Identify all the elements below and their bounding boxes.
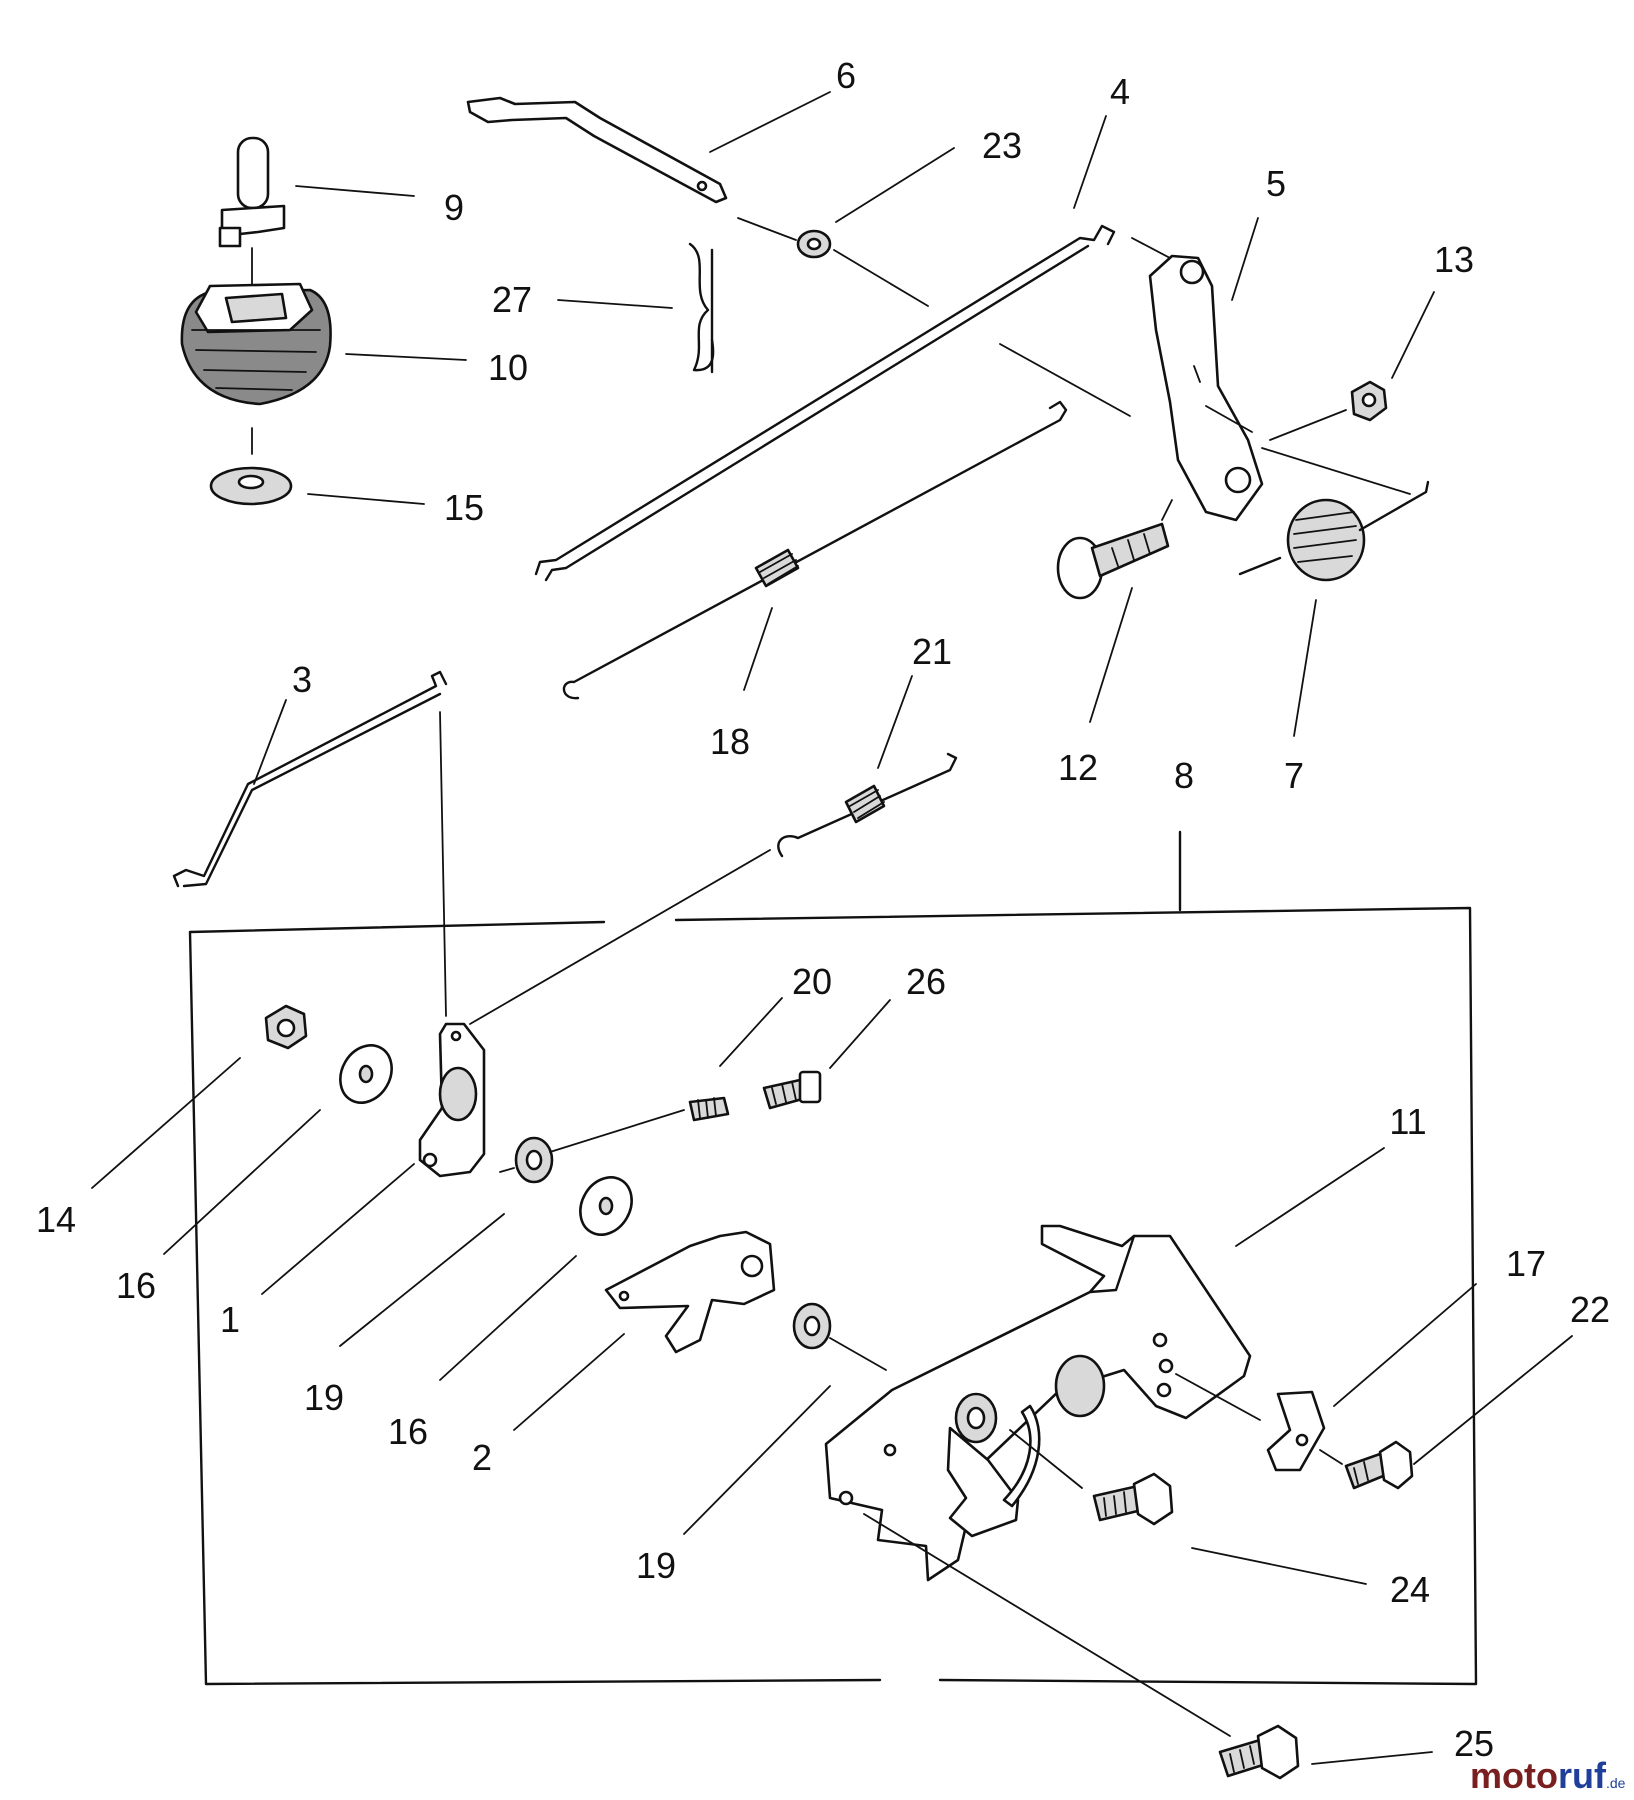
part-13-nut [1350,380,1388,422]
part-19-washer-a [514,1136,554,1184]
callout-8: 8 [1174,755,1194,796]
callout-19-a: 19 [304,1377,344,1418]
part-21-spring [777,752,958,858]
callouts: 6 4 23 5 9 13 27 10 15 21 3 18 12 8 7 20… [36,55,1610,1764]
callout-16-b: 16 [388,1411,428,1452]
callout-13: 13 [1434,239,1474,280]
part-15-washer [209,466,293,506]
callout-15: 15 [444,487,484,528]
callout-25: 25 [1454,1723,1494,1764]
part-12-bolt [1056,522,1170,600]
callout-26: 26 [906,961,946,1002]
callout-18: 18 [710,721,750,762]
callout-14: 14 [36,1199,76,1240]
callout-12: 12 [1058,747,1098,788]
part-9-pin [218,136,286,248]
part-5-lever [1148,254,1264,522]
part-20-spring [688,1096,730,1122]
callout-16-a: 16 [116,1265,156,1306]
watermark-logo: motoruf.de [1470,1755,1626,1796]
part-10-gear [180,282,332,406]
callout-22: 22 [1570,1289,1610,1330]
callout-23: 23 [982,125,1022,166]
callout-5: 5 [1266,163,1286,204]
callout-11: 11 [1389,1101,1426,1142]
part-18-spring [562,400,1068,700]
part-11-bracket [824,1224,1252,1582]
callout-1: 1 [220,1299,240,1340]
assembly-8-box [188,830,1478,1686]
part-3-rod [172,670,448,888]
part-23-washer [796,229,832,259]
part-17-clip [1266,1390,1326,1472]
part-2-link [604,1230,776,1354]
part-22-screw [1344,1440,1414,1490]
part-24-screw [1092,1472,1174,1526]
callout-21: 21 [912,631,952,672]
part-19-washer-b [792,1302,832,1350]
callout-3: 3 [292,659,312,700]
part-14-nut [264,1004,308,1050]
svg-text:motoruf.de: motoruf.de [1470,1755,1626,1796]
part-16-washer-b [579,1176,633,1236]
callout-4: 4 [1110,71,1130,112]
part-27-clip [688,242,715,374]
part-26-screw [762,1070,822,1110]
part-16-washer-a [339,1044,393,1104]
callout-6: 6 [836,55,856,96]
callout-20: 20 [792,961,832,1002]
callout-24: 24 [1390,1569,1430,1610]
callout-2: 2 [472,1437,492,1478]
part-1-plate [418,1022,486,1178]
part-25-screw [1218,1724,1300,1780]
callout-7: 7 [1284,755,1304,796]
callout-19-b: 19 [636,1545,676,1586]
part-7-spring [1238,480,1430,582]
assembly-lines [251,217,1411,1737]
callout-17: 17 [1506,1243,1546,1284]
part-6-lever [466,96,728,204]
part-4-rod [534,224,1116,582]
callout-9: 9 [444,187,464,228]
callout-leaders [91,91,1573,1765]
callout-27: 27 [492,279,532,320]
callout-10: 10 [488,347,528,388]
